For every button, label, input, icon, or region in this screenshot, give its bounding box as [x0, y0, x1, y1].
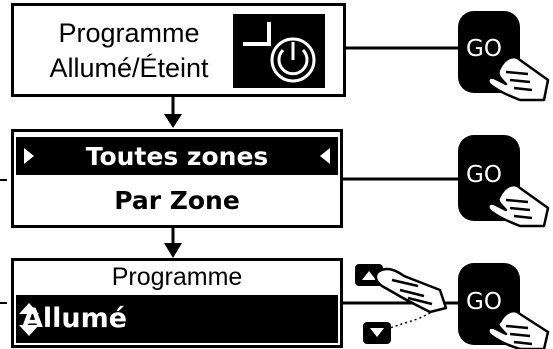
- hand-press-icon: [374, 267, 448, 314]
- step1-box: Programme Allumé/Éteint: [11, 3, 346, 97]
- down-arrow-key-icon[interactable]: [363, 322, 391, 344]
- step3-box: Programme Allumé: [11, 258, 343, 348]
- menu-option-row[interactable]: Par Zone: [16, 180, 338, 220]
- flow-arrow-1: [164, 97, 182, 128]
- step1-line2: Allumé/Éteint: [49, 53, 209, 83]
- step1-text: Programme Allumé/Éteint: [34, 16, 224, 86]
- power-timer-icon: [233, 14, 325, 88]
- step3-header: Programme: [111, 263, 243, 291]
- up-down-arrows-icon: [19, 303, 39, 336]
- step3-value-row[interactable]: Allumé: [16, 295, 338, 343]
- dotted-motion-path: [381, 311, 433, 333]
- flow-arrow-2: [164, 228, 182, 258]
- step3-value: Allumé: [22, 303, 128, 334]
- go-button-2[interactable]: GO: [466, 162, 502, 188]
- chevron-right-icon: [24, 148, 34, 164]
- hand-press-icon: [487, 56, 550, 102]
- menu-selected-row[interactable]: Toutes zones: [16, 137, 338, 175]
- chevron-left-icon: [320, 148, 330, 164]
- go-button-1[interactable]: GO: [466, 36, 502, 62]
- menu-option-label: Par Zone: [114, 185, 240, 215]
- step1-line1: Programme: [58, 18, 200, 48]
- hand-press-icon: [487, 310, 550, 349]
- menu-selected-label: Toutes zones: [85, 141, 269, 171]
- hand-press-icon: [487, 184, 550, 228]
- go-button-3[interactable]: GO: [466, 289, 502, 315]
- step2-box: Toutes zones Par Zone: [11, 129, 343, 228]
